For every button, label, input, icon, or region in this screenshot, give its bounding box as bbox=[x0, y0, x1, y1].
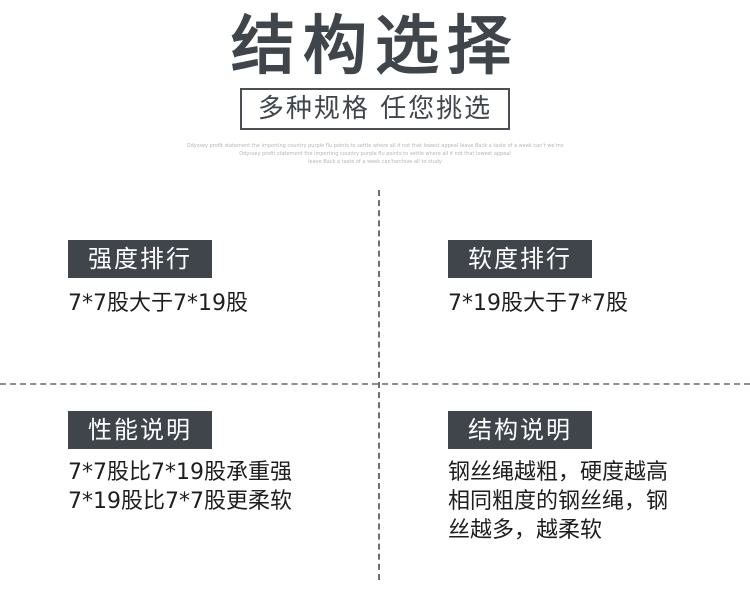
fine-print-line: Odyssey profit statement the importing c… bbox=[239, 151, 511, 157]
fine-print-line: leave Back a taste of a week can'tarchiv… bbox=[308, 159, 442, 165]
text-line: 丝越多，越柔软 bbox=[448, 518, 603, 543]
page-title: 结构选择 bbox=[231, 10, 519, 84]
text-line: 7*7股比7*19股承重强 bbox=[68, 460, 292, 485]
text-line: 钢丝绳越粗，硬度越高 bbox=[448, 460, 669, 485]
fine-print-line: Odyssey profit statement the importing c… bbox=[186, 143, 564, 149]
horizontal-divider bbox=[0, 383, 750, 385]
strength-ranking-badge: 强度排行 bbox=[68, 240, 212, 278]
text-line: 7*7股大于7*19股 bbox=[68, 291, 248, 316]
structure-badge: 结构说明 bbox=[448, 411, 592, 449]
vertical-divider bbox=[378, 190, 380, 580]
text-line: 7*19股大于7*7股 bbox=[448, 291, 628, 316]
text-line: 7*19股比7*7股更柔软 bbox=[68, 489, 292, 514]
structure-text: 钢丝绳越粗，硬度越高 相同粗度的钢丝绳，钢 丝越多，越柔软 bbox=[448, 458, 668, 545]
softness-ranking-text: 7*19股大于7*7股 bbox=[448, 289, 628, 318]
performance-badge: 性能说明 bbox=[68, 411, 212, 449]
text-line: 相同粗度的钢丝绳，钢 bbox=[448, 489, 669, 514]
subtitle-box: 多种规格 任您挑选 bbox=[240, 88, 510, 130]
strength-ranking-text: 7*7股大于7*19股 bbox=[68, 289, 248, 318]
softness-ranking-badge: 软度排行 bbox=[448, 240, 592, 278]
performance-text: 7*7股比7*19股承重强 7*19股比7*7股更柔软 bbox=[68, 458, 292, 516]
